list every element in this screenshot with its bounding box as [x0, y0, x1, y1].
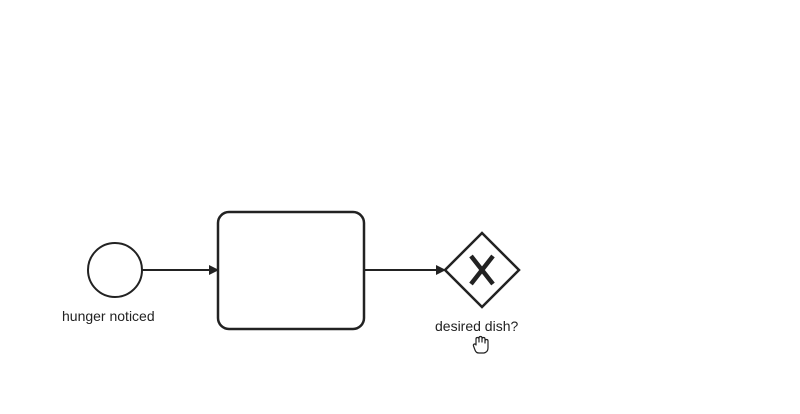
gateway-label: desired dish? — [435, 318, 519, 334]
start-event[interactable] — [87, 242, 143, 298]
task[interactable] — [216, 210, 366, 331]
gateway-x-marker-icon — [469, 254, 495, 286]
hand-pointer-icon — [472, 335, 489, 354]
start-event-label: hunger noticed — [62, 308, 155, 324]
